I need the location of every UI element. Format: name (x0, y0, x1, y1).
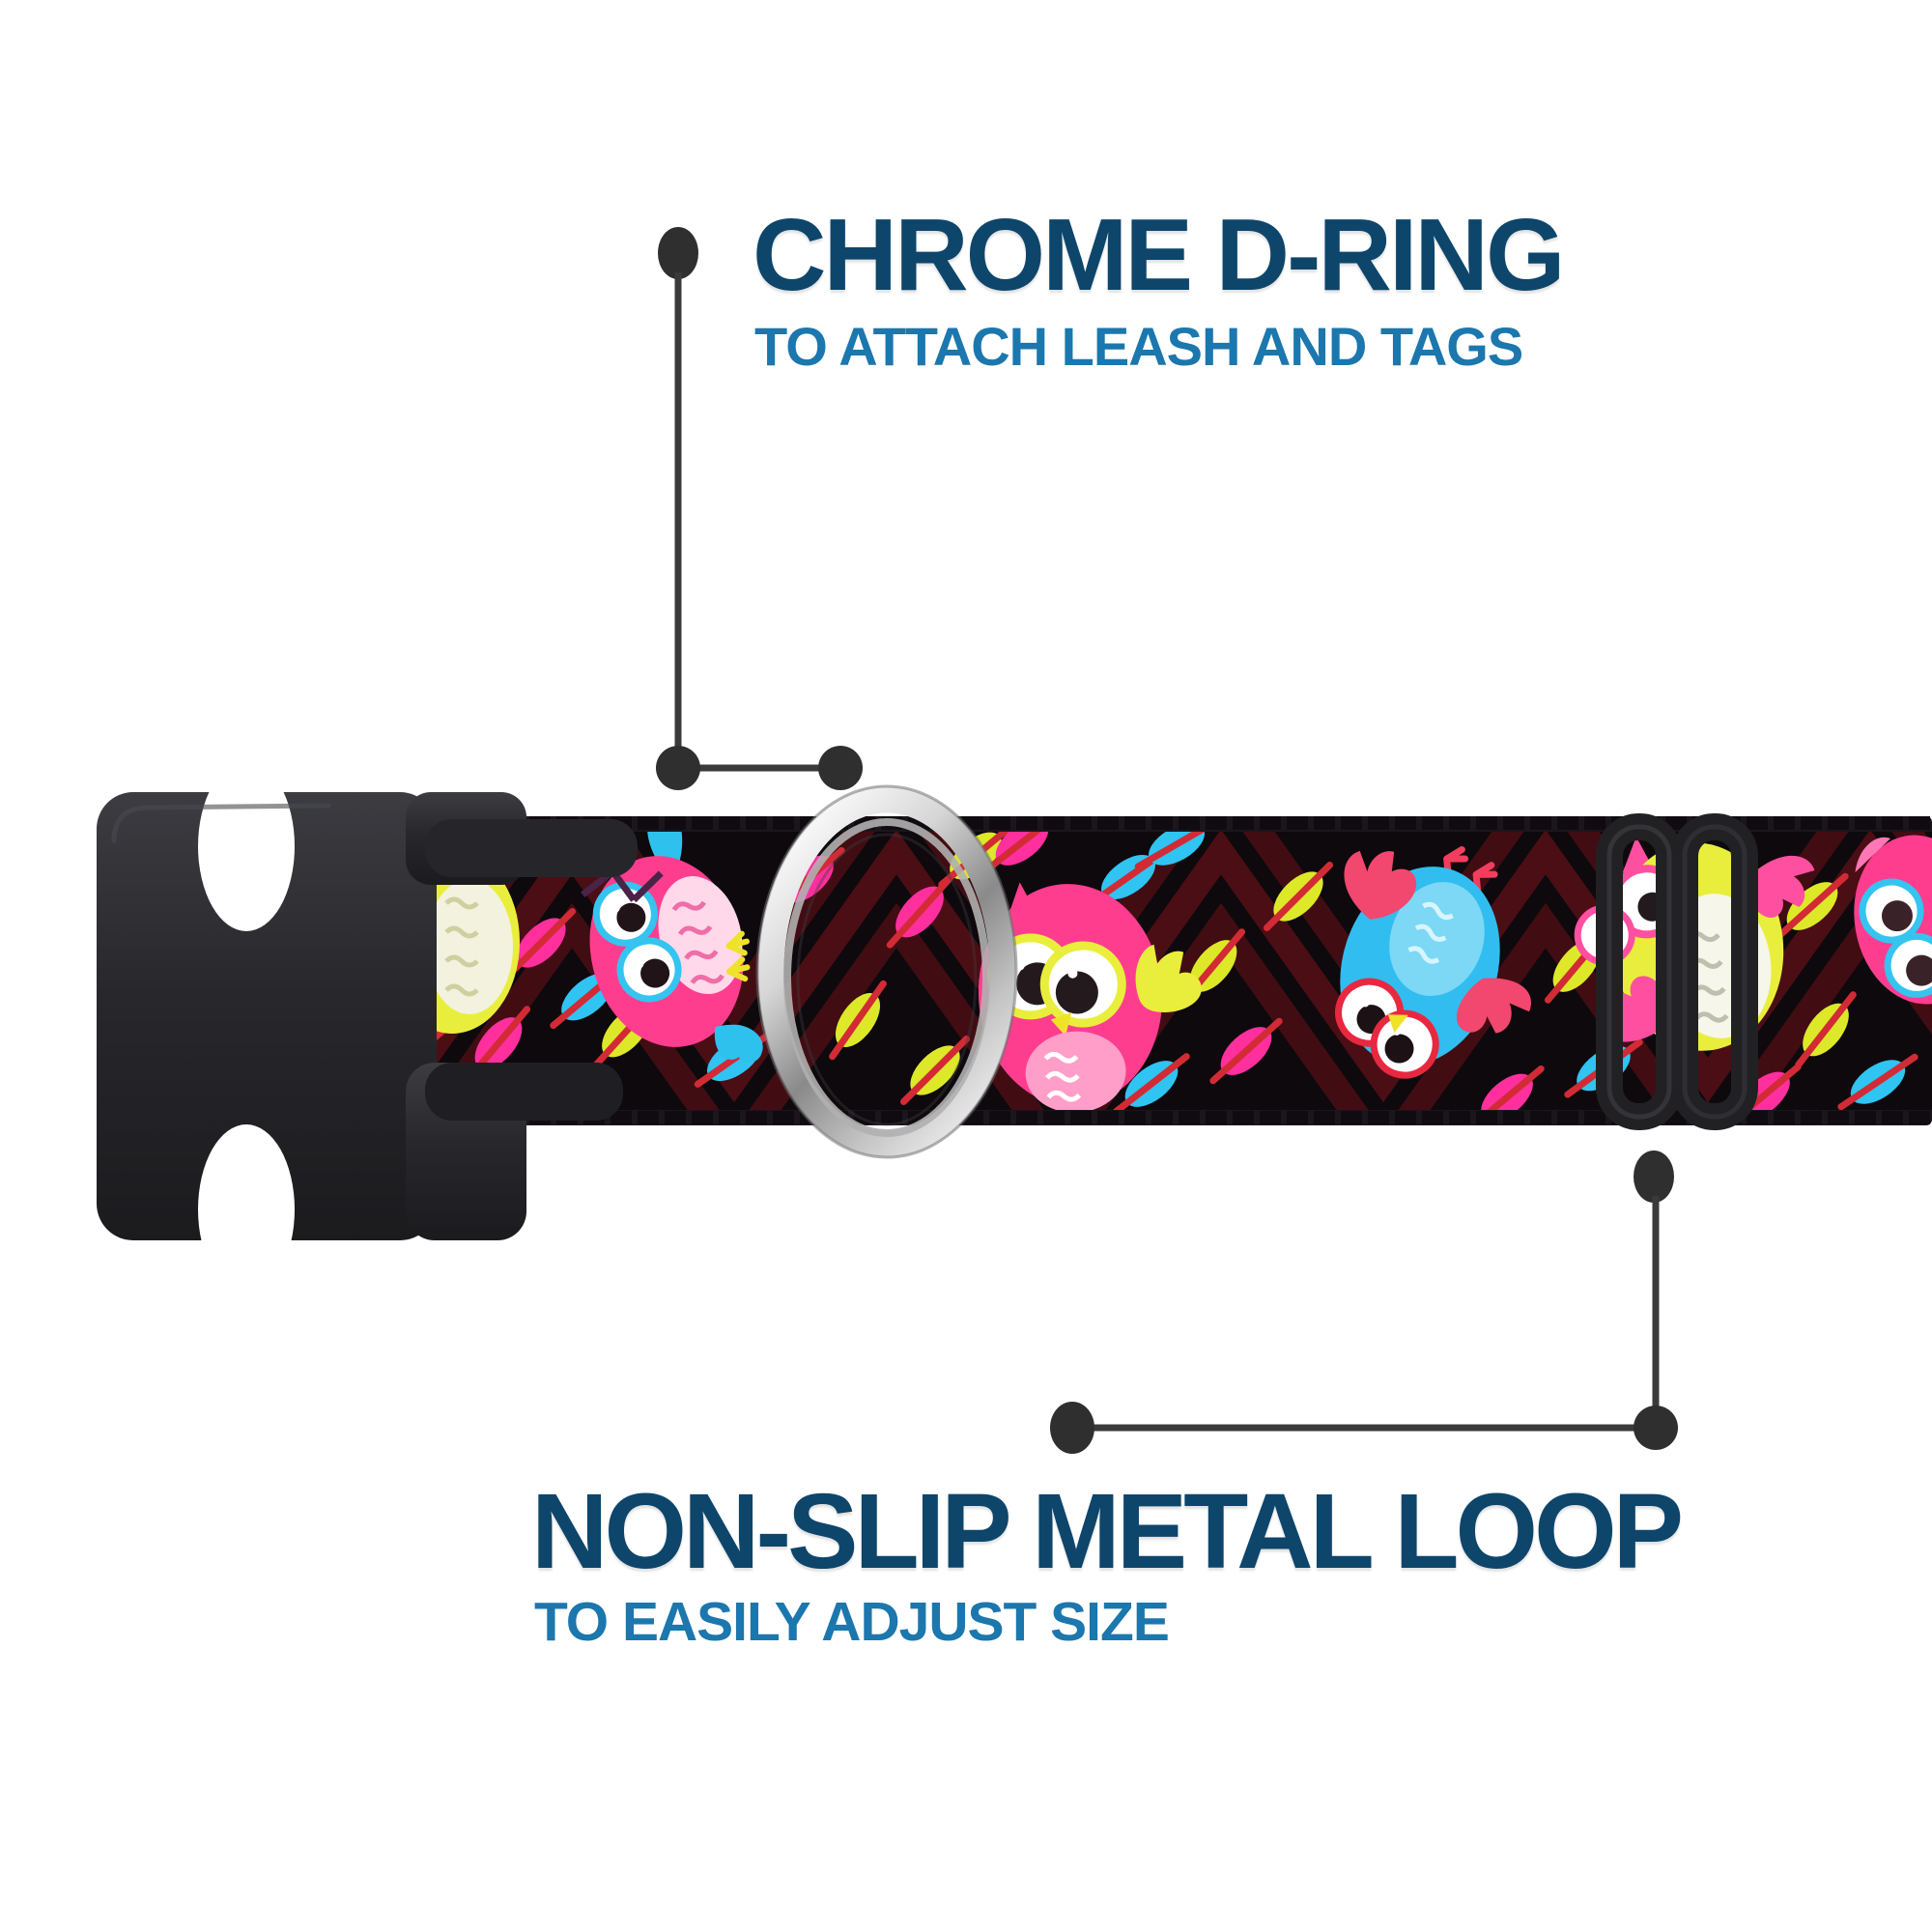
leaf-icon (1469, 1065, 1545, 1110)
buckle-bottom-arm (425, 1063, 623, 1121)
leader-dot (656, 746, 700, 790)
bottom-callout-subtitle: TO EASILY ADJUST SIZE (534, 1591, 1170, 1653)
leaf-icon (1113, 1053, 1190, 1110)
leaf-icon (899, 1035, 971, 1106)
leaf-icon (1134, 832, 1219, 870)
leader-dot (658, 227, 698, 279)
owl-pink-glasses (581, 832, 763, 1063)
leaf-icon (886, 875, 953, 949)
slider (1596, 813, 1758, 1130)
leaf-icon (1837, 1053, 1918, 1110)
owl-blue-diving (1335, 846, 1531, 1079)
owl-pink-right-edge (1854, 835, 1932, 1005)
leader-dot (1634, 1406, 1678, 1450)
chrome-d-ring-icon (755, 784, 1018, 1159)
leaf-icon (505, 907, 577, 979)
leaf-icon (1795, 991, 1857, 1068)
top-callout-subtitle: TO ATTACH LEASH AND TAGS (754, 316, 1523, 377)
leaf-icon (829, 980, 887, 1061)
leader-dot (818, 746, 863, 790)
buckle-top-notch (198, 761, 295, 931)
leader-dot (1050, 1402, 1094, 1454)
buckle (97, 761, 638, 1294)
leaf-icon (1209, 1017, 1283, 1085)
top-callout-title: CHROME D-RING (753, 198, 1565, 312)
leaf-icon (1263, 861, 1334, 932)
leader-dot (1634, 1151, 1674, 1203)
buckle-top-arm (425, 819, 638, 877)
bottom-callout-title: NON-SLIP METAL LOOP (531, 1472, 1684, 1591)
leaf-icon (1776, 872, 1849, 940)
bottom-leader-line (1050, 1151, 1678, 1454)
leaf-icon (983, 832, 1061, 873)
buckle-bottom-notch (198, 1124, 295, 1294)
top-leader-line (656, 227, 863, 790)
